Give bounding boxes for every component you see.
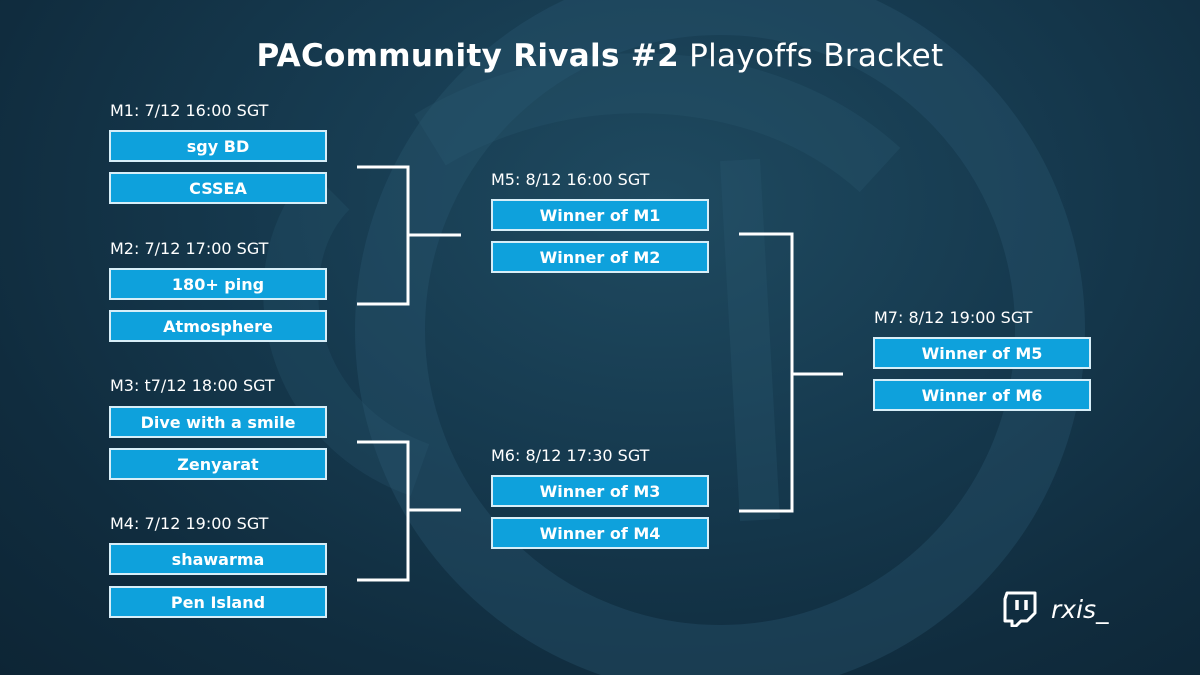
team-slot-m7-bottom: Winner of M6	[873, 379, 1091, 411]
match-label-m5: M5: 8/12 16:00 SGT	[491, 170, 650, 189]
page-title: PACommunity Rivals #2 Playoffs Bracket	[0, 38, 1200, 74]
match-label-m4: M4: 7/12 19:00 SGT	[110, 514, 269, 533]
brand-name: rxis_	[1051, 594, 1109, 624]
match-label-m1: M1: 7/12 16:00 SGT	[110, 101, 269, 120]
team-slot-m1-top: sgy BD	[109, 130, 327, 162]
twitch-icon	[1003, 591, 1037, 627]
match-label-m3: M3: t7/12 18:00 SGT	[110, 376, 275, 395]
team-slot-m2-top: 180+ ping	[109, 268, 327, 300]
team-slot-m5-top: Winner of M1	[491, 199, 709, 231]
match-label-m2: M2: 7/12 17:00 SGT	[110, 239, 269, 258]
match-label-m7: M7: 8/12 19:00 SGT	[874, 308, 1033, 327]
connector-m3-m4	[357, 440, 410, 582]
team-slot-m4-bottom: Pen Island	[109, 586, 327, 618]
title-bold: PACommunity Rivals #2	[256, 38, 679, 74]
match-label-m6: M6: 8/12 17:30 SGT	[491, 446, 650, 465]
connector-m1-m2	[357, 165, 410, 306]
title-light: Playoffs Bracket	[689, 38, 944, 74]
team-slot-m2-bottom: Atmosphere	[109, 310, 327, 342]
team-slot-m3-top: Dive with a smile	[109, 406, 327, 438]
team-slot-m7-top: Winner of M5	[873, 337, 1091, 369]
team-slot-m1-bottom: CSSEA	[109, 172, 327, 204]
team-slot-m5-bottom: Winner of M2	[491, 241, 709, 273]
brand: rxis_	[1003, 591, 1109, 627]
team-slot-m6-top: Winner of M3	[491, 475, 709, 507]
team-slot-m6-bottom: Winner of M4	[491, 517, 709, 549]
team-slot-m3-bottom: Zenyarat	[109, 448, 327, 480]
connector-m5-m6	[739, 232, 794, 513]
team-slot-m4-top: shawarma	[109, 543, 327, 575]
